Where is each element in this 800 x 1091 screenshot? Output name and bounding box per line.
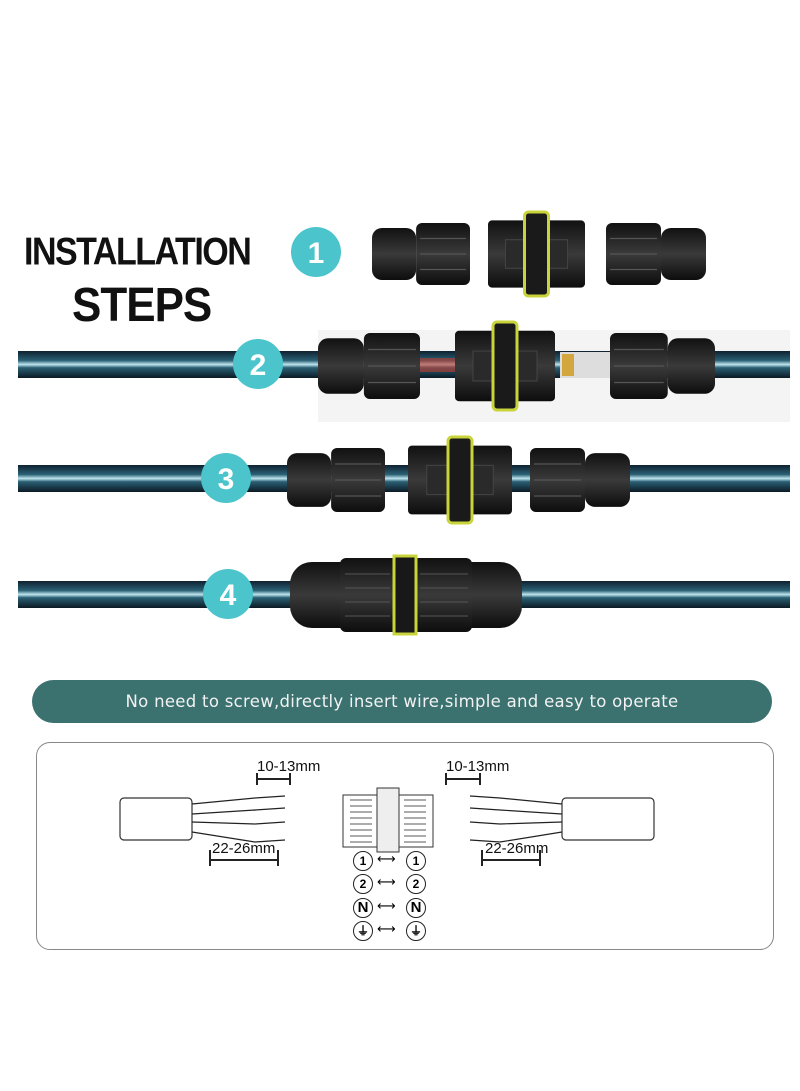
- step-number: 2: [250, 349, 267, 382]
- seal-ring: [523, 210, 550, 298]
- right-wire-1: [499, 797, 563, 805]
- right-wire-3: [499, 821, 563, 825]
- sheath-length-left-label: 22-26mm: [212, 840, 276, 857]
- strip-length-left-label: 10-13mm: [257, 758, 321, 775]
- pin-left-1: 1: [353, 851, 373, 871]
- pin-right-ground: ⏚: [406, 921, 426, 941]
- pin-right-2: 2: [406, 874, 426, 894]
- sheath-length-right-label: 22-26mm: [485, 840, 549, 857]
- connector-sketch: [342, 787, 434, 853]
- gland-cap: [585, 453, 630, 507]
- step-number: 4: [220, 579, 237, 612]
- right-wire-tip-2: [469, 807, 501, 811]
- pin-arrow-2: ⟷: [377, 875, 396, 890]
- step-3-left-gland: [287, 448, 385, 512]
- step-1-center-body: [488, 210, 585, 298]
- step-1-badge: 1: [291, 227, 341, 277]
- step-3-cable: [18, 465, 790, 492]
- step-badge-circle: [291, 227, 341, 277]
- left-cable-sheath: [119, 797, 193, 841]
- step-badge-circle: [233, 339, 283, 389]
- right-wire-tip-3: [469, 821, 501, 825]
- step-3-center-body: [408, 435, 512, 525]
- title-steps: STEPS: [72, 278, 212, 332]
- step-number: 3: [218, 463, 235, 496]
- pin-arrow-n: ⟷: [377, 899, 396, 914]
- left-wire-3: [191, 821, 256, 825]
- step-2-left-gland: [318, 333, 420, 399]
- step-2-wires-left: [420, 358, 456, 372]
- right-wire-tip-4: [469, 839, 501, 843]
- pin-left-n: N: [353, 898, 373, 918]
- right-wire-tip-1: [469, 795, 501, 799]
- gland-cap: [667, 338, 715, 394]
- right-wire-2: [499, 809, 563, 815]
- step-3-badge: 3: [201, 453, 251, 503]
- step-4-badge: 4: [203, 569, 253, 619]
- right-cable-sheath: [561, 797, 655, 841]
- pin-left-2: 2: [353, 874, 373, 894]
- pin-right-n: N: [406, 898, 426, 918]
- connector-center-ring: [376, 787, 400, 853]
- left-wire-tip-1: [254, 795, 286, 799]
- strip-length-right-label: 10-13mm: [446, 758, 510, 775]
- seal-ring: [446, 435, 474, 525]
- step-badge-circle: [201, 453, 251, 503]
- step-1-left-gland: [372, 223, 470, 285]
- left-wire-tip-4: [254, 839, 286, 843]
- left-wire-tip-2: [254, 807, 286, 811]
- pin-right-1: 1: [406, 851, 426, 871]
- seal-ring: [392, 554, 418, 636]
- step-2-badge: 2: [233, 339, 283, 389]
- left-wire-tip-3: [254, 821, 286, 825]
- gland-cap: [287, 453, 332, 507]
- title-installation: INSTALLATION: [24, 230, 252, 274]
- right-wire-4: [499, 831, 563, 843]
- gland-cap: [372, 227, 417, 281]
- step-number: 1: [308, 237, 325, 270]
- step-1-right-gland: [606, 223, 706, 285]
- step-3-right-gland: [530, 448, 630, 512]
- step-4-assembled-connector: [290, 554, 522, 636]
- left-wire-4: [191, 831, 256, 843]
- wiring-diagram-box: [36, 742, 774, 950]
- left-wire-1: [191, 797, 256, 805]
- pin-arrow-ground: ⟷: [377, 922, 396, 937]
- step-badge-circle: [203, 569, 253, 619]
- step-2-center-body: [455, 320, 555, 412]
- step-2-right-gland: [610, 333, 715, 399]
- gland-cap: [318, 338, 364, 394]
- info-banner: No need to screw,directly insert wire,si…: [32, 680, 772, 723]
- left-wire-2: [191, 809, 256, 815]
- pin-arrow-1: ⟷: [377, 852, 396, 867]
- seal-ring: [491, 320, 519, 412]
- pin-left-ground: ⏚: [353, 921, 373, 941]
- step-2-pins: [562, 354, 574, 376]
- gland-cap: [661, 227, 706, 281]
